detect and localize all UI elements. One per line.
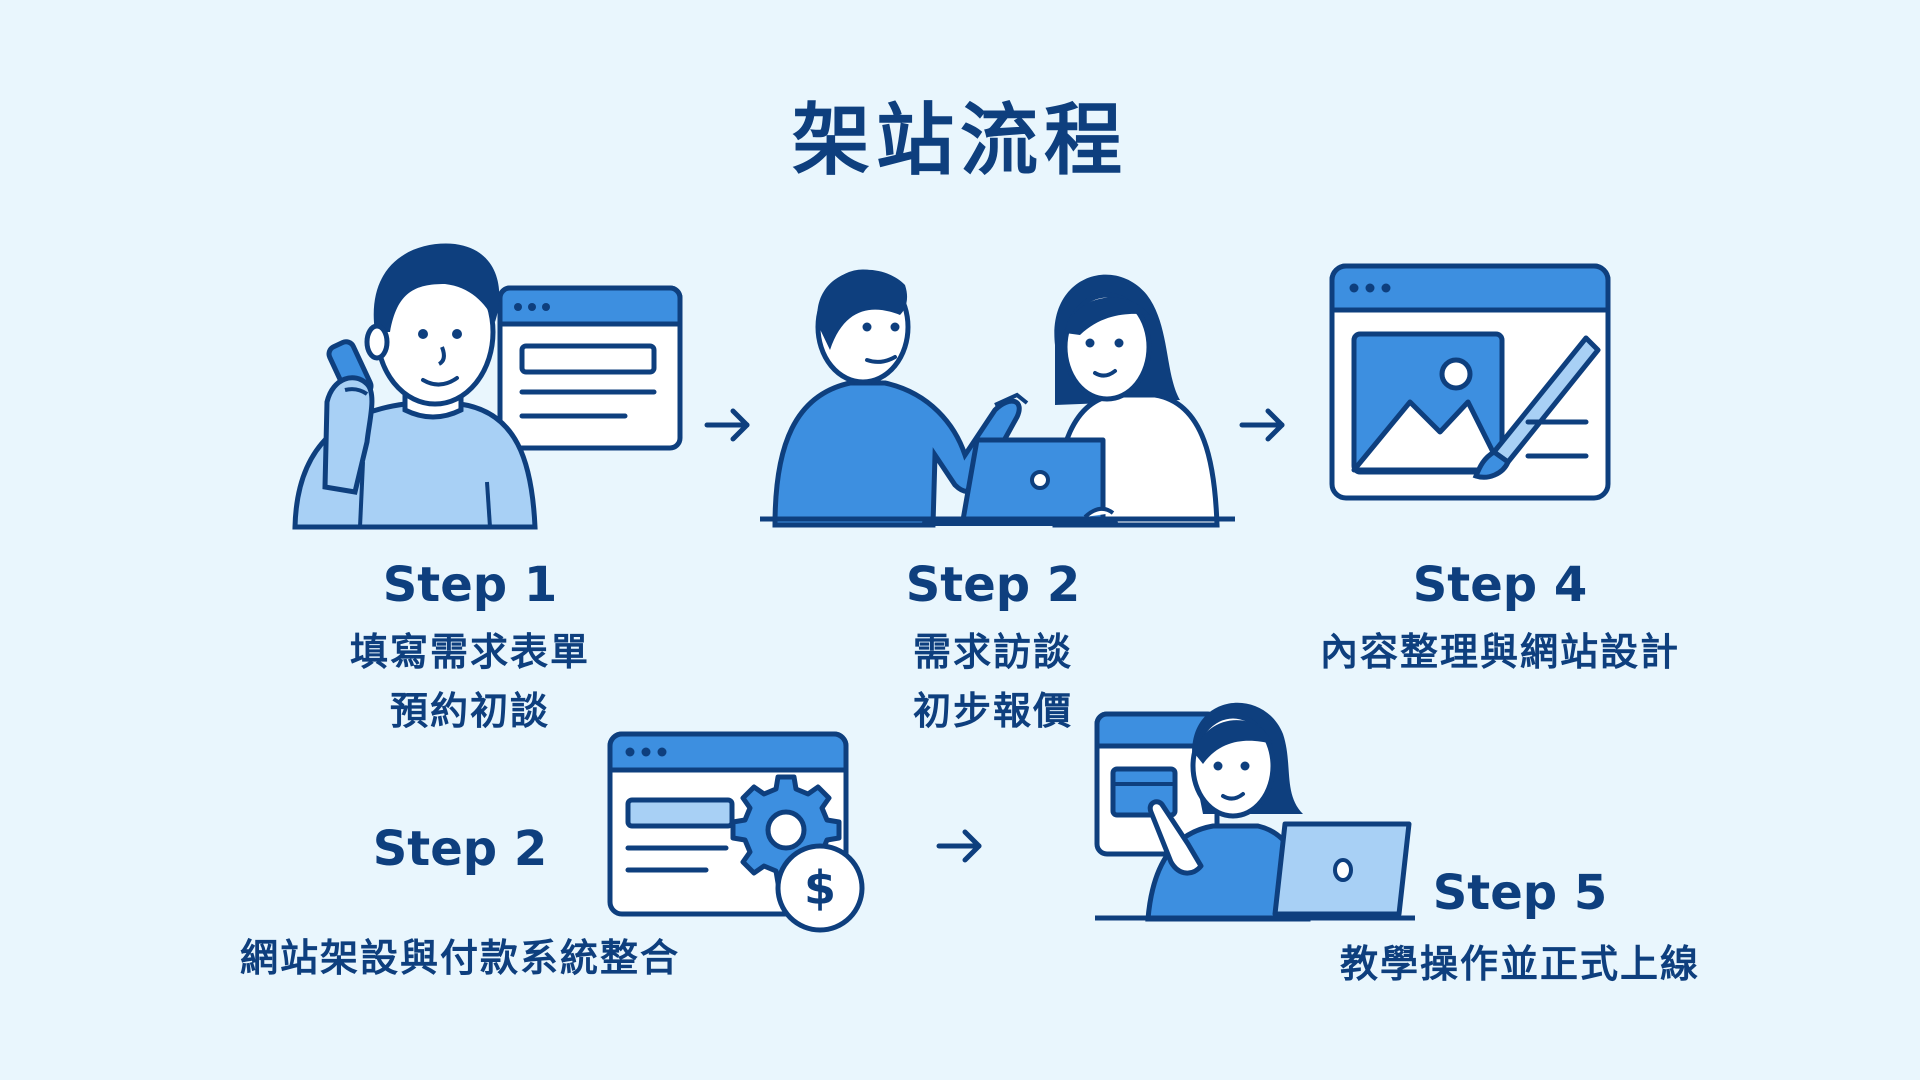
step-label: Step 1: [382, 557, 558, 613]
step-description: 教學操作並正式上線: [1339, 942, 1700, 987]
step-label: Step 2: [372, 821, 548, 877]
step-description: 預約初談: [389, 689, 550, 734]
step-description: 網站架設與付款系統整合: [239, 936, 680, 981]
step-4: Step 4 內容整理與網站設計: [1280, 557, 1720, 682]
step-1: Step 1 填寫需求表單 預約初談: [300, 557, 640, 741]
step-label: Step 5: [1432, 865, 1608, 921]
svg-text:$: $: [804, 861, 836, 915]
image-design-brush-illustration: [1329, 263, 1611, 501]
step-5: Step 5 教學操作並正式上線: [1310, 865, 1730, 994]
page-title: 架站流程: [791, 96, 1128, 186]
step-description: 內容整理與網站設計: [1319, 630, 1680, 675]
step-2-build: Step 2 網站架設與付款系統整合: [200, 821, 720, 988]
step-description: 初步報價: [912, 689, 1073, 734]
training-launch-illustration: [1094, 702, 1415, 922]
arrow-right-icon: [936, 829, 982, 863]
step-2-consultation: Step 2 需求訪談 初步報價: [843, 557, 1143, 741]
settings-payment-illustration: $: [607, 731, 865, 933]
arrow-right-icon: [1239, 408, 1285, 442]
arrow-right-icon: [704, 408, 750, 442]
step-description: 填寫需求表單: [349, 630, 590, 675]
step-description: 需求訪談: [912, 630, 1073, 675]
phone-call-form-illustration: [292, 243, 683, 530]
step-label: Step 2: [905, 557, 1081, 613]
step-label: Step 4: [1412, 557, 1588, 613]
meeting-laptop-illustration: [760, 269, 1235, 528]
